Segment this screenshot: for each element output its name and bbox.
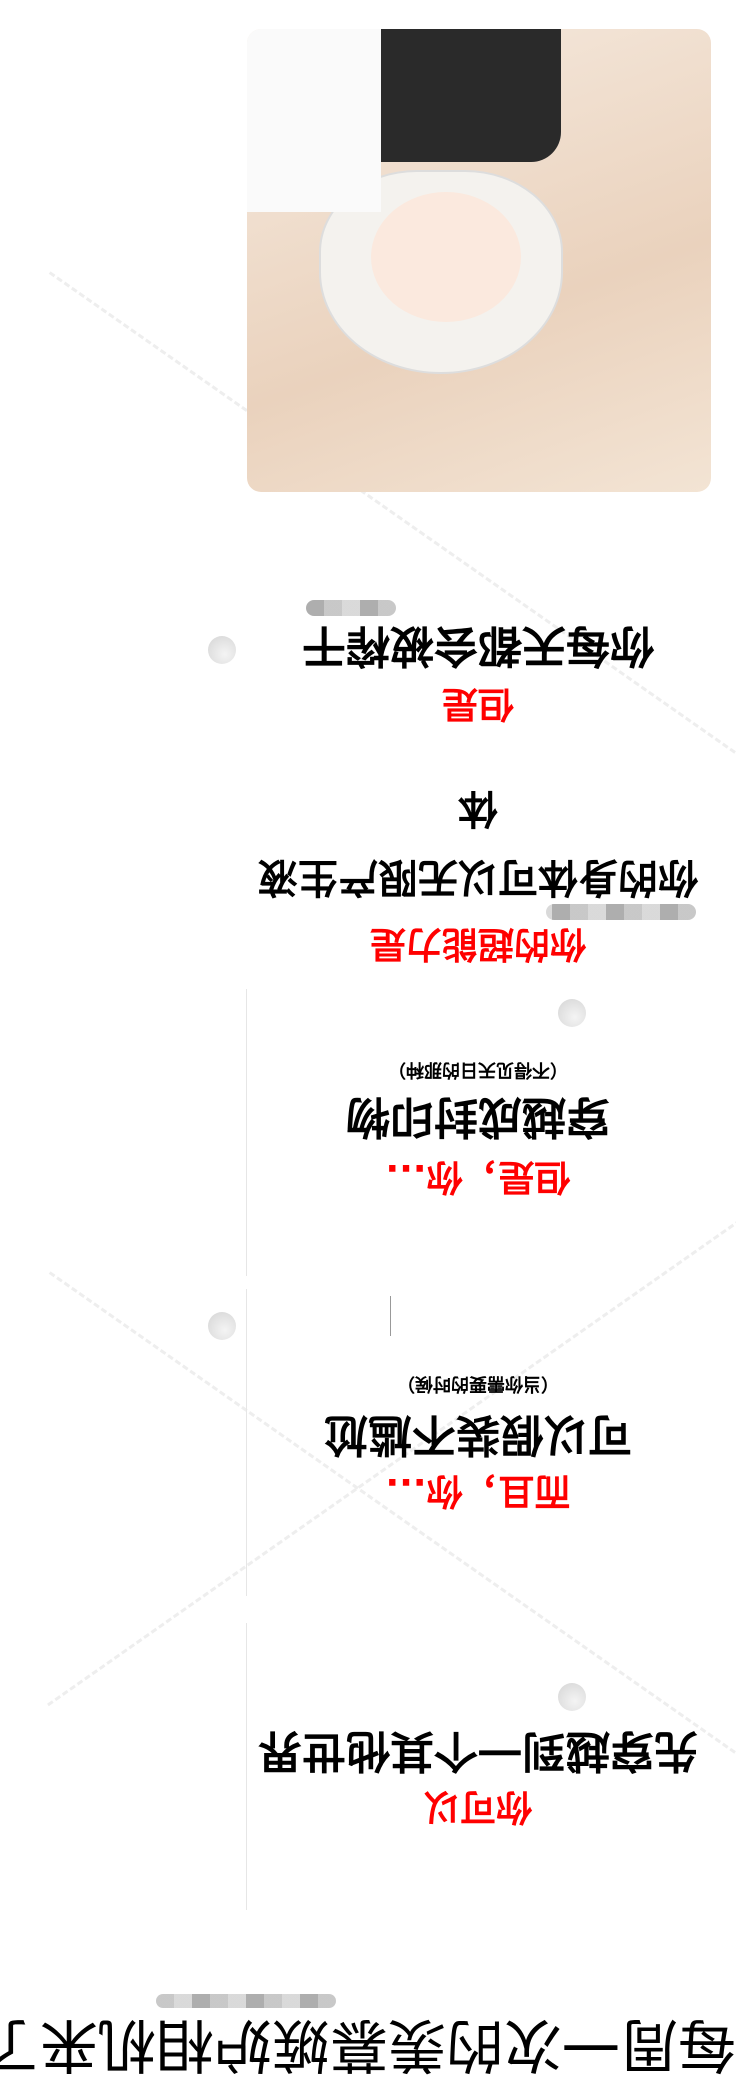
section-5-heading: 但是 xyxy=(442,683,515,724)
section-2-note: （当你需要的时候） xyxy=(397,1373,559,1394)
section-3-heading: 但是，你... xyxy=(385,1156,571,1197)
mosaic-blur xyxy=(306,600,396,616)
decor-dot xyxy=(558,1683,586,1711)
mosaic-blur xyxy=(546,904,696,920)
section-4-text-line2: 体 xyxy=(458,785,498,831)
decor-dot xyxy=(558,999,586,1027)
section-4-text-line1: 你的身体可以无限产生液 xyxy=(258,854,698,900)
section-2-text: 可以假装不尴尬 xyxy=(324,1409,632,1460)
image-face-shape xyxy=(371,192,521,322)
decor-dot xyxy=(208,1312,236,1340)
article-title: 每周一次的羡慕嫉妒相机来了 xyxy=(0,2011,736,2079)
watermark-line xyxy=(48,1271,736,1790)
divider-line xyxy=(390,1296,391,1336)
section-1-heading: 你可以 xyxy=(424,1786,533,1827)
section-1-text: 先穿越到一个其他世界 xyxy=(258,1725,698,1776)
section-3-text: 穿越成封印物 xyxy=(346,1091,610,1142)
image-coat-shape xyxy=(247,29,381,212)
section-3-note: （不得见天日的那种） xyxy=(388,1059,568,1080)
anime-illustration-image[interactable] xyxy=(247,29,711,492)
mosaic-blur xyxy=(156,1994,336,2008)
section-5-text: 你每天都会被榨干 xyxy=(302,620,654,671)
section-2-heading: 而且，你... xyxy=(385,1470,571,1511)
section-4-heading: 你的超能力是 xyxy=(370,923,587,964)
